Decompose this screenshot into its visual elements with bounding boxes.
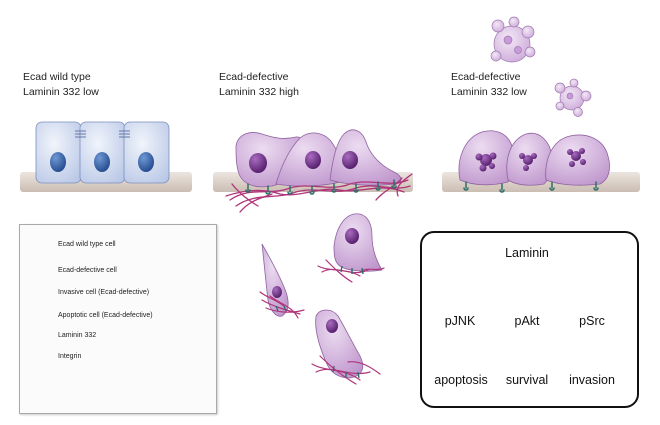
integrin-cluster bbox=[463, 181, 599, 193]
pathway-mediator-psrc: pSrc bbox=[579, 314, 605, 328]
apoptotic-cell bbox=[554, 78, 592, 117]
caption-line-1: Ecad wild type bbox=[23, 71, 91, 83]
pathway-root-laminin: Laminin bbox=[505, 246, 549, 260]
caption-line-2: Laminin 332 low bbox=[451, 86, 527, 98]
pathway-mediator-pakt: pAkt bbox=[514, 314, 540, 328]
wild-type-cell bbox=[79, 121, 126, 184]
ecad-defective-cell bbox=[545, 134, 610, 186]
legend-label-integrin: Integrin bbox=[58, 353, 82, 360]
legend-label-invasive-cell: Invasive cell (Ecad-defective) bbox=[58, 289, 150, 296]
wild-type-cell bbox=[123, 121, 170, 184]
ecad-defective-cell bbox=[458, 130, 515, 186]
legend: Ecad wild type cell Ecad-defective cell … bbox=[19, 224, 217, 414]
caption-line-1: Ecad-defective bbox=[451, 71, 521, 83]
invasive-cell bbox=[259, 243, 305, 319]
legend-label-laminin-332: Laminin 332 bbox=[58, 332, 97, 339]
invasive-cell bbox=[317, 213, 385, 283]
panel-caption-laminin-high: Ecad-defective Laminin 332 high bbox=[219, 70, 299, 100]
wild-type-cell bbox=[35, 121, 82, 184]
integrin-cluster bbox=[245, 179, 397, 195]
ecad-defective-cell bbox=[329, 129, 402, 186]
pathway-mediator-pjnk: pJNK bbox=[444, 314, 476, 328]
panel-caption-wild-type: Ecad wild type Laminin 332 low bbox=[23, 70, 99, 100]
caption-line-1: Ecad-defective bbox=[219, 71, 289, 83]
legend-label-wild-type-cell: Ecad wild type cell bbox=[58, 241, 116, 248]
signaling-pathway-box bbox=[420, 231, 639, 408]
invasive-cell bbox=[311, 309, 381, 385]
pathway-outcome-invasion: invasion bbox=[569, 373, 615, 387]
pathway-outcome-survival: survival bbox=[505, 373, 549, 387]
legend-label-ecad-defective-cell: Ecad-defective cell bbox=[58, 267, 117, 274]
caption-line-2: Laminin 332 high bbox=[219, 86, 299, 98]
caption-line-2: Laminin 332 low bbox=[23, 86, 99, 98]
cell-junction bbox=[75, 130, 130, 138]
panel-caption-laminin-low: Ecad-defective Laminin 332 low bbox=[451, 70, 527, 100]
ecad-defective-cell bbox=[275, 132, 347, 187]
legend-label-apoptotic-cell: Apoptotic cell (Ecad-defective) bbox=[58, 312, 153, 319]
pathway-outcome-apoptosis: apoptosis bbox=[434, 373, 488, 387]
apoptotic-cell bbox=[490, 16, 536, 63]
